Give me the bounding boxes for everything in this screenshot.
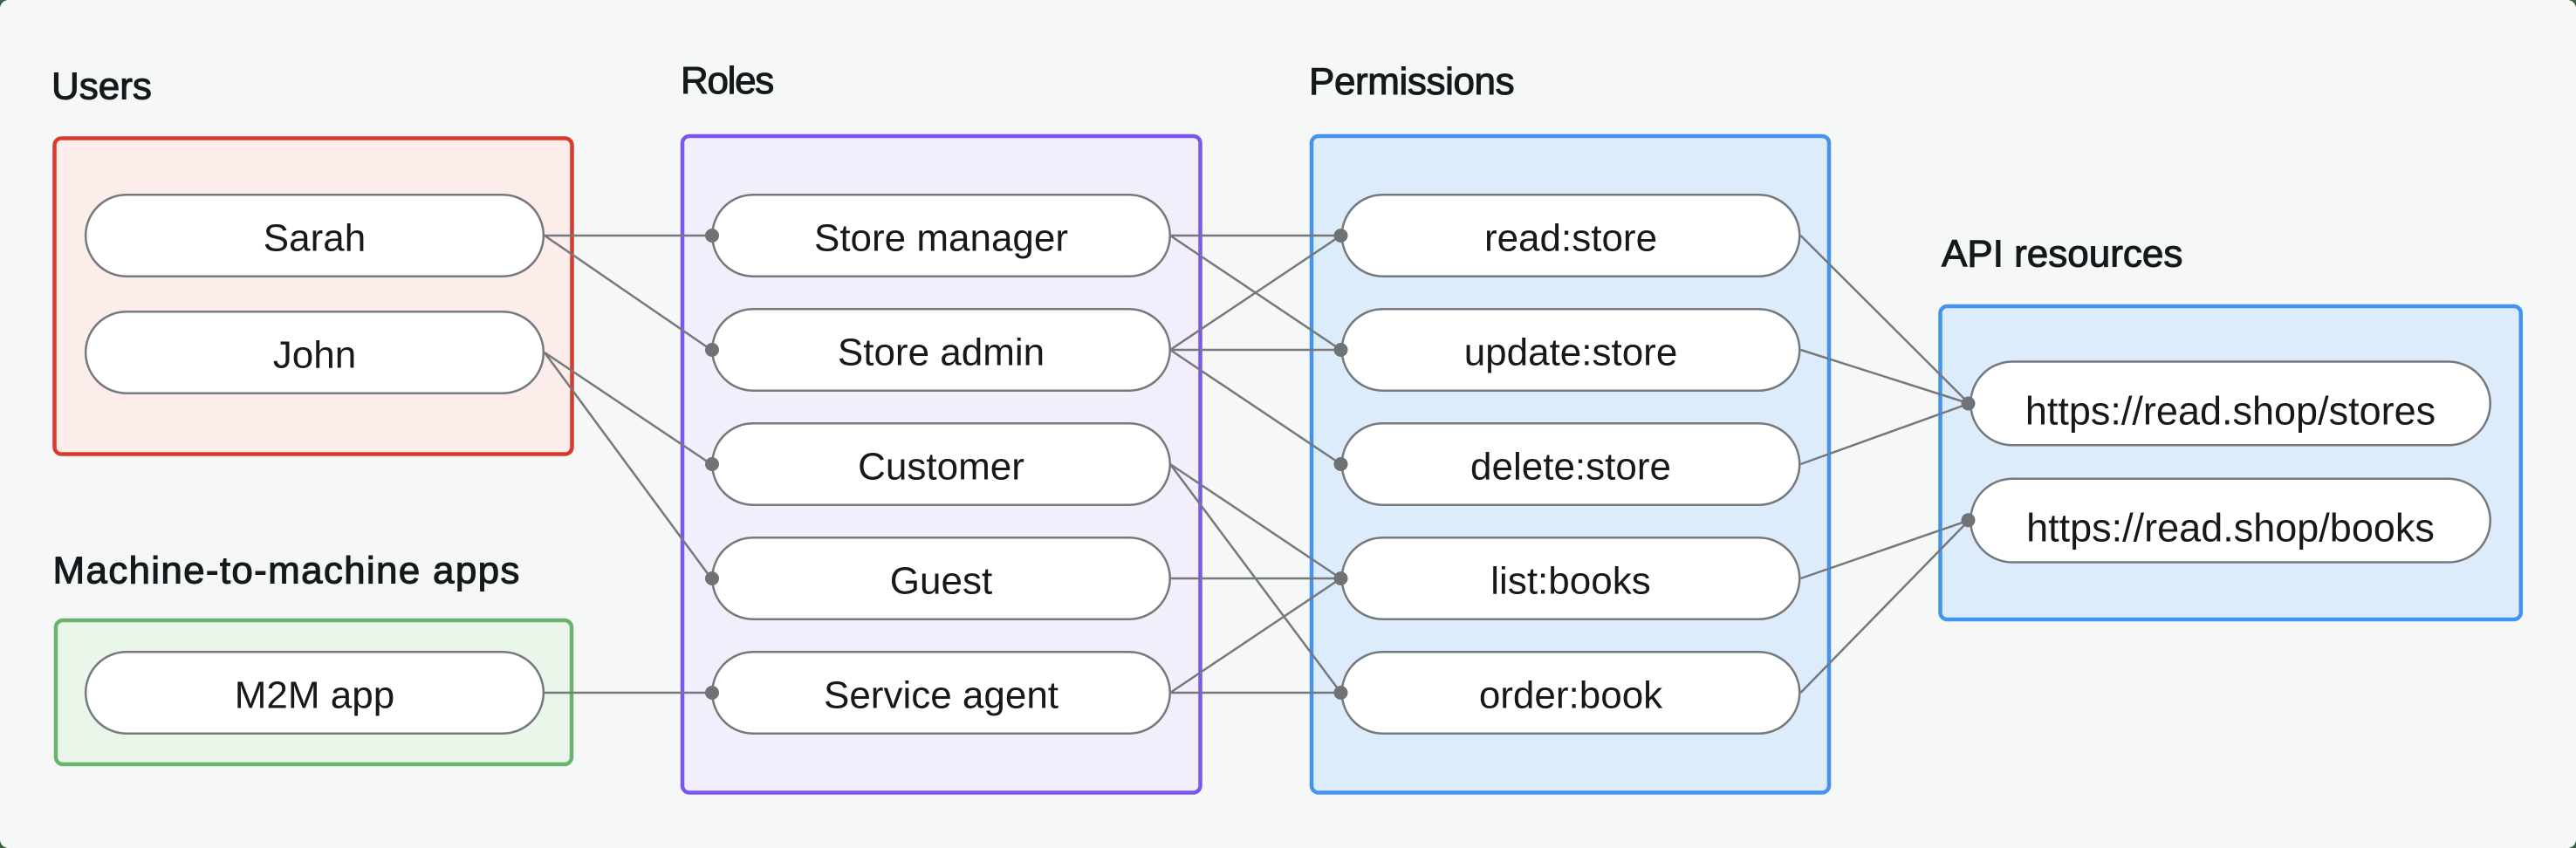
svg-text:Customer: Customer <box>858 446 1024 489</box>
svg-text:https://read.shop/books: https://read.shop/books <box>2026 505 2435 550</box>
svg-text:Store admin: Store admin <box>838 332 1045 374</box>
svg-text:delete:store: delete:store <box>1470 446 1671 489</box>
svg-text:Guest: Guest <box>890 560 992 603</box>
svg-text:list:books: list:books <box>1490 560 1650 603</box>
svg-text:read:store: read:store <box>1484 217 1657 260</box>
svg-text:Sarah: Sarah <box>264 217 366 260</box>
svg-text:Roles: Roles <box>681 59 773 102</box>
svg-text:Users: Users <box>51 65 152 108</box>
svg-text:API resources: API resources <box>1942 233 2182 276</box>
svg-text:Store manager: Store manager <box>814 217 1068 260</box>
svg-text:https://read.shop/stores: https://read.shop/stores <box>2025 389 2436 434</box>
svg-text:Service agent: Service agent <box>824 674 1058 717</box>
svg-text:M2M app: M2M app <box>235 674 394 717</box>
svg-text:update:store: update:store <box>1464 332 1678 374</box>
svg-text:Permissions: Permissions <box>1309 60 1514 103</box>
svg-text:order:book: order:book <box>1479 674 1663 717</box>
svg-text:John: John <box>273 334 356 377</box>
svg-text:Machine-to-machine apps: Machine-to-machine apps <box>53 550 521 592</box>
